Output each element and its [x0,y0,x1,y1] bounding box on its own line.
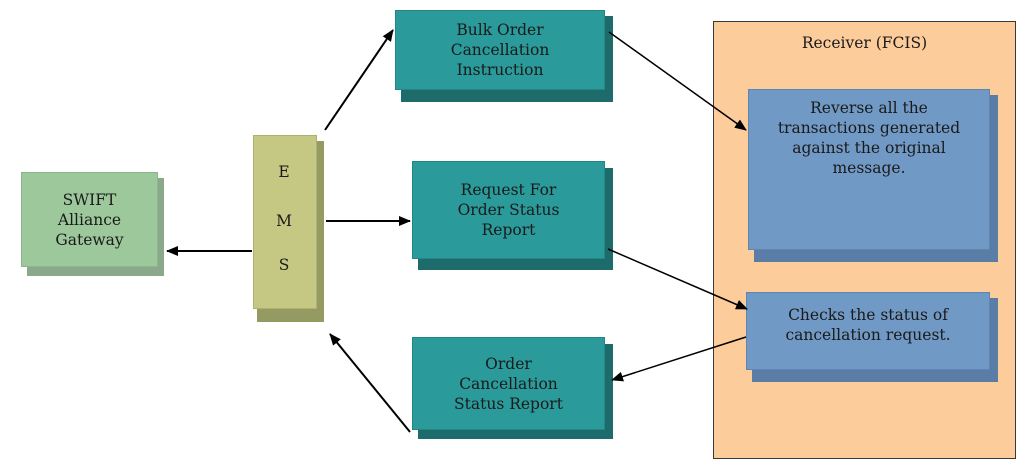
receiver-title: Receiver (FCIS) [801,34,928,52]
arrow-request-to-check [607,248,748,310]
bulk-order-shadow [401,88,613,102]
arrow-status-report-to-ems [329,333,411,433]
status-report-box: Order Cancellation Status Report [412,337,605,430]
status-request-box: Request For Order Status Report [412,161,605,259]
status-report-label: Order Cancellation Status Report [454,354,563,413]
ems-shadow-side [314,141,324,322]
bulk-order-shadow-side [603,16,613,102]
reverse-transactions-box: Reverse all the transactions generated a… [748,89,990,250]
ems-shadow [257,307,324,322]
check-shadow-side [988,298,998,382]
reverse-label: Reverse all the transactions generated a… [777,99,961,177]
check-label: Checks the status of cancellation reques… [785,306,951,344]
gateway-shadow [27,264,164,276]
arrow-check-to-status-report [611,336,747,382]
gateway-label: SWIFT Alliance Gateway [55,190,124,249]
reverse-shadow [754,248,998,262]
check-status-box: Checks the status of cancellation reques… [746,292,990,370]
bulk-order-label: Bulk Order Cancellation Instruction [450,21,550,79]
bulk-order-cancellation-box: Bulk Order Cancellation Instruction [395,10,605,90]
status-request-shadow [418,256,613,270]
ems-letter-m: M [276,212,292,230]
check-shadow [752,368,998,382]
status-report-shadow [418,427,613,439]
arrow-ems-to-bulk-order [324,29,394,131]
gateway-shadow-side [155,178,164,276]
swift-alliance-gateway-box: SWIFT Alliance Gateway [21,172,158,267]
ems-letter-e: E [278,163,290,181]
ems-letter-s: S [278,256,290,274]
arrow-bulk-order-to-reverse [608,31,747,131]
status-request-label: Request For Order Status Report [457,181,560,239]
reverse-shadow-side [988,95,998,262]
ems-box [253,135,317,309]
